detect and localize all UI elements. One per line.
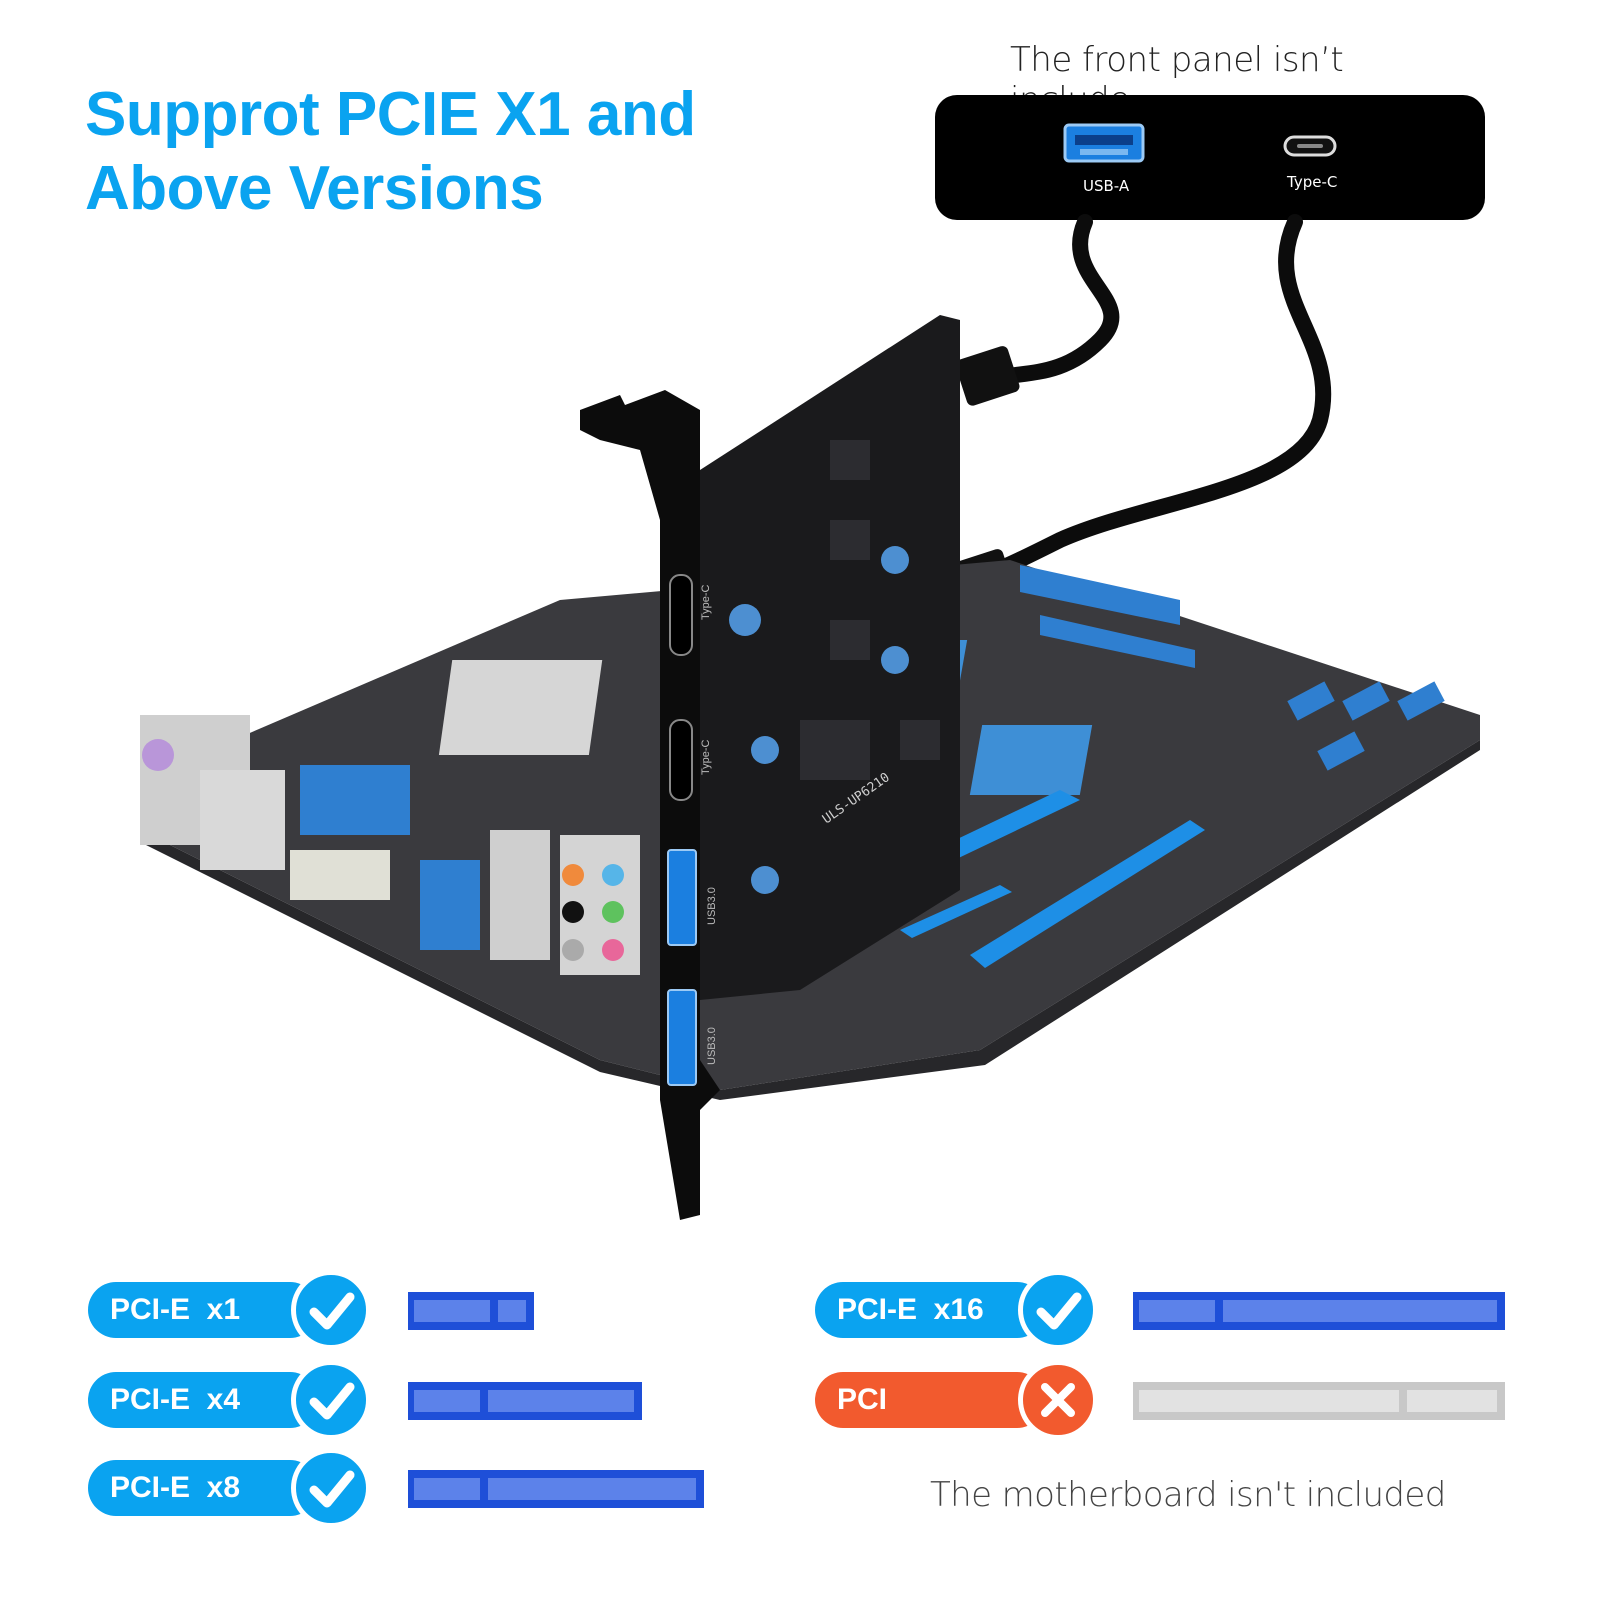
compat-row-pcie-x1: PCI-E x1 bbox=[88, 1270, 548, 1350]
motherboard-note: The motherboard isn't included bbox=[930, 1475, 1446, 1515]
compat-row-pcie-x4: PCI-E x4 bbox=[88, 1360, 658, 1440]
headline: Supprot PCIE X1 and Above Versions bbox=[85, 78, 696, 226]
cross-icon bbox=[1018, 1360, 1098, 1440]
check-icon bbox=[291, 1448, 371, 1528]
headline-line-2: Above Versions bbox=[85, 154, 544, 223]
product-scene bbox=[140, 214, 1480, 1220]
compat-row-pcie-x8: PCI-E x8 bbox=[88, 1448, 718, 1528]
front-panel: USB-A Type-C bbox=[935, 95, 1485, 220]
pcie-x8-slot-icon bbox=[408, 1470, 704, 1508]
check-icon bbox=[1018, 1270, 1098, 1350]
pcie-usb-card bbox=[580, 315, 960, 1220]
front-panel-cables bbox=[977, 214, 1332, 583]
usb-c-port-icon bbox=[1283, 135, 1337, 157]
usb-a-label: USB-A bbox=[1083, 177, 1130, 195]
card-port-label-usb3-1: USB3.0 bbox=[706, 887, 718, 925]
check-icon bbox=[291, 1270, 371, 1350]
compat-label: PCI-E x8 bbox=[88, 1460, 318, 1516]
type-c-label: Type-C bbox=[1287, 173, 1338, 191]
compat-label: PCI-E x1 bbox=[88, 1282, 318, 1338]
headline-line-1: Supprot PCIE X1 and bbox=[85, 80, 696, 149]
compat-label: PCI-E x16 bbox=[815, 1282, 1045, 1338]
pcie-x4-slot-icon bbox=[408, 1382, 642, 1420]
card-port-label-type-c-2: Type-C bbox=[700, 739, 712, 775]
card-port-label-usb3-2: USB3.0 bbox=[706, 1027, 718, 1065]
pcie-x1-slot-icon bbox=[408, 1292, 534, 1330]
check-icon bbox=[291, 1360, 371, 1440]
pcie-x16-slot-icon bbox=[1133, 1292, 1505, 1330]
compat-label: PCI bbox=[815, 1372, 1045, 1428]
usb-a-port-icon bbox=[1063, 123, 1145, 163]
compat-label: PCI-E x4 bbox=[88, 1372, 318, 1428]
compat-row-pcie-x16: PCI-E x16 bbox=[815, 1270, 1515, 1350]
card-port-label-type-c-1: Type-C bbox=[700, 584, 712, 620]
compat-row-pci: PCI bbox=[815, 1360, 1515, 1440]
pci-slot-icon bbox=[1133, 1382, 1505, 1420]
